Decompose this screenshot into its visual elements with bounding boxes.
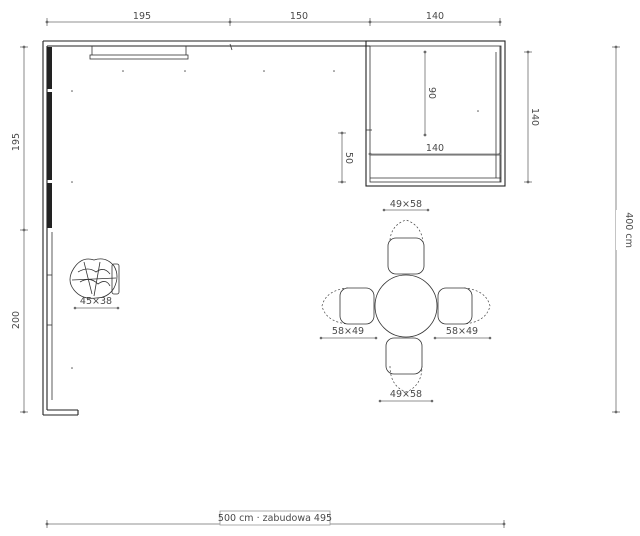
island-width-dimension: 140 <box>368 142 502 156</box>
peninsula-depth-dimension: 50 <box>338 131 354 184</box>
dim-top-1: 195 <box>133 11 151 22</box>
island-depth-dimension: 90 <box>423 50 437 137</box>
dim-left-1: 195 <box>11 133 22 151</box>
left-dimension-line: 195 200 <box>11 45 28 414</box>
dim-right-total: 400 cm <box>623 212 634 248</box>
dim-top-2: 150 <box>290 11 308 22</box>
dim-island-width: 140 <box>426 143 444 154</box>
right-total-dimension: 400 cm <box>612 45 634 414</box>
dining-table <box>374 274 438 338</box>
chair-right: 58×49 <box>433 287 492 340</box>
dim-top-3: 140 <box>426 11 444 22</box>
top-dimension-line: 195 150 140 <box>45 11 502 26</box>
chair-bottom-size: 49×58 <box>390 389 422 400</box>
bottom-total-dimension: 500 cm · zabudowa 495 <box>45 510 506 528</box>
chair-bottom: 49×58 <box>378 337 434 403</box>
dim-peninsula-depth: 50 <box>343 152 354 164</box>
armchair-size: 45×38 <box>80 296 112 307</box>
chair-right-size: 58×49 <box>446 326 478 337</box>
dim-bottom-total: 500 cm · zabudowa 495 <box>218 513 332 524</box>
armchair: 45×38 <box>69 258 120 310</box>
dim-left-2: 200 <box>11 311 22 329</box>
chair-left-size: 58×49 <box>332 326 364 337</box>
chair-left: 58×49 <box>319 287 378 340</box>
kitchen-module <box>365 40 506 187</box>
chair-top-size: 49×58 <box>390 199 422 210</box>
right-module-dimension: 140 <box>524 50 540 184</box>
dim-right-module: 140 <box>529 108 540 126</box>
dim-island-depth: 90 <box>426 87 437 99</box>
chair-top: 49×58 <box>382 199 430 275</box>
